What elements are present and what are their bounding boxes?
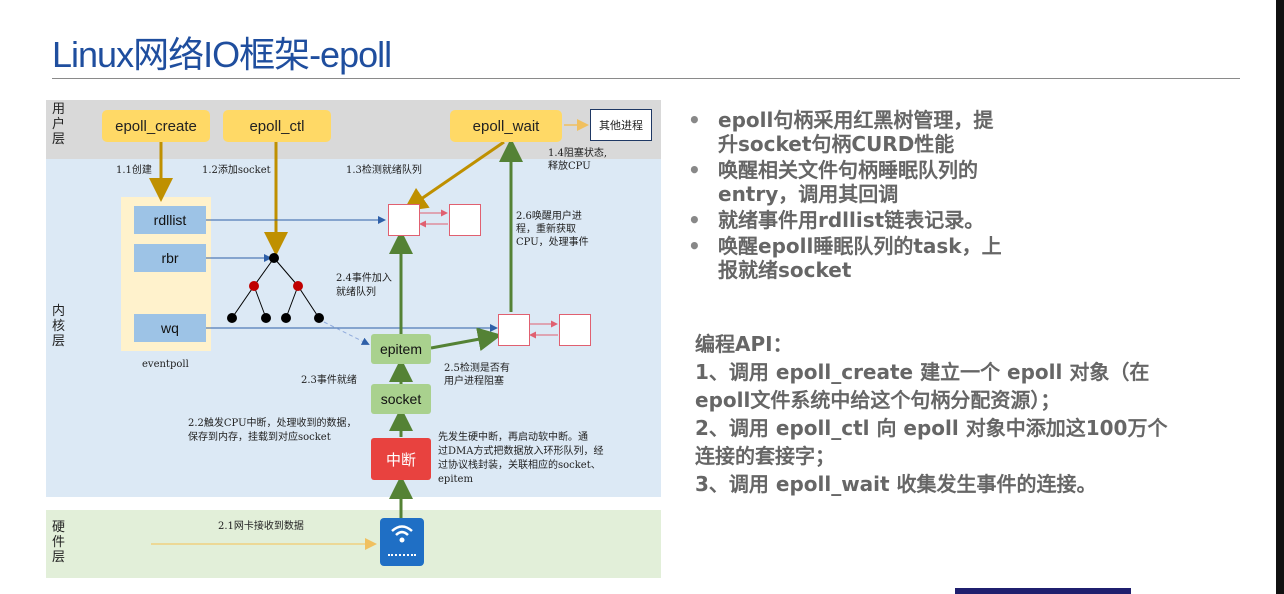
- step-2-5-line2: 用户进程阻塞: [444, 376, 504, 387]
- list-item: • 唤醒相关文件句柄睡眠队列的 entry，调用其回调: [684, 158, 1084, 206]
- rbr-box: rbr: [134, 244, 206, 272]
- other-process-box: 其他进程: [590, 109, 652, 141]
- list-item: • 唤醒epoll睡眠队列的task，上 报就绪socket: [684, 234, 1084, 282]
- list-item-line: entry，调用其回调: [718, 182, 899, 206]
- kernel-layer-label: 内核层: [52, 304, 66, 349]
- page-title: Linux网络IO框架-epoll: [52, 34, 392, 75]
- ready-queue-box: [388, 204, 420, 236]
- api-item-1: 1、调用 epoll_create 建立一个 epoll 对象（在: [695, 360, 1150, 384]
- bullet-icon: •: [688, 158, 701, 182]
- api-item-2-cont: 连接的套接字；: [695, 444, 835, 468]
- step-2-4-line2: 就绪队列: [336, 287, 376, 298]
- wifi-icon: [380, 523, 424, 551]
- irq-note-line1: 先发生硬中断，再启动软中断。通: [438, 432, 588, 443]
- list-item-line: 升socket句柄CURD性能: [718, 132, 955, 156]
- step-2-1: 2.1网卡接收到数据: [218, 521, 304, 532]
- bullet-icon: •: [688, 234, 701, 258]
- step-2-3: 2.3事件就绪: [301, 375, 357, 386]
- step-2-4-line1: 2.4事件加入: [336, 273, 392, 284]
- feature-list: • epoll句柄采用红黑树管理，提 升socket句柄CURD性能 • 唤醒相…: [684, 108, 1084, 284]
- step-2-2-line2: 保存到内存，挂载到对应socket: [188, 432, 331, 443]
- step-1-3: 1.3检测就绪队列: [346, 165, 422, 176]
- wait-queue-next-box: [559, 314, 591, 346]
- list-item-line: 唤醒epoll睡眠队列的task，上: [718, 234, 1002, 258]
- eventpoll-label: eventpoll: [142, 359, 189, 370]
- hardware-layer-label: 硬件层: [52, 520, 66, 565]
- api-section: 编程API： 1、调用 epoll_create 建立一个 epoll 对象（在…: [695, 330, 1255, 498]
- epoll-ctl-box: epoll_ctl: [223, 110, 331, 142]
- api-heading: 编程API：: [695, 332, 793, 356]
- step-2-6-line1: 2.6唤醒用户进: [516, 211, 582, 222]
- irq-note-line4: epitem: [438, 474, 473, 485]
- epitem-box: epitem: [371, 334, 431, 364]
- api-item-1-cont: epoll文件系统中给这个句柄分配资源）；: [695, 388, 1061, 412]
- list-item: • epoll句柄采用红黑树管理，提 升socket句柄CURD性能: [684, 108, 1084, 156]
- list-item-line: epoll句柄采用红黑树管理，提: [718, 108, 994, 132]
- socket-box: socket: [371, 384, 431, 414]
- irq-note-line3: 过协议栈封装，关联相应的socket、: [438, 460, 601, 471]
- diagram-arrows: [149, 119, 589, 550]
- bottom-accent-bar: [955, 588, 1131, 594]
- wq-box: wq: [134, 314, 206, 342]
- api-item-3: 3、调用 epoll_wait 收集发生事件的连接。: [695, 472, 1097, 496]
- step-1-4-line2: 释放CPU: [548, 161, 591, 172]
- step-1-2: 1.2添加socket: [202, 165, 271, 176]
- wait-queue-box: [498, 314, 530, 346]
- step-2-6-line2: 程，重新获取: [516, 224, 576, 235]
- step-2-2-line1: 2.2触发CPU中断，处理收到的数据，: [188, 418, 357, 429]
- user-layer-label: 用户层: [52, 102, 66, 147]
- rdllist-box: rdllist: [134, 206, 206, 234]
- bullet-icon: •: [688, 108, 701, 132]
- step-1-1: 1.1创建: [116, 165, 152, 176]
- epoll-create-box: epoll_create: [102, 110, 210, 142]
- api-item-2: 2、调用 epoll_ctl 向 epoll 对象中添加这100万个: [695, 416, 1168, 440]
- step-2-5-line1: 2.5检测是否有: [444, 363, 510, 374]
- bullet-icon: •: [688, 208, 701, 232]
- nic-pins: [388, 554, 416, 560]
- epoll-wait-box: epoll_wait: [450, 110, 562, 142]
- title-divider: [52, 78, 1240, 79]
- interrupt-box: 中断: [371, 438, 431, 480]
- irq-note-line2: 过DMA方式把数据放入环形队列，经: [438, 446, 604, 457]
- list-item: • 就绪事件用rdllist链表记录。: [684, 208, 1084, 232]
- network-card: [380, 518, 424, 566]
- list-item-line: 报就绪socket: [718, 258, 852, 282]
- step-2-6-line3: CPU，处理事件: [516, 237, 589, 248]
- list-item-line: 唤醒相关文件句柄睡眠队列的: [718, 158, 978, 182]
- list-item-line: 就绪事件用rdllist链表记录。: [718, 208, 985, 232]
- right-edge-bar: [1276, 0, 1284, 594]
- epoll-diagram: 用户层 内核层 硬件层: [46, 100, 661, 580]
- ready-queue-next-box: [449, 204, 481, 236]
- step-1-4-line1: 1.4阻塞状态,: [548, 148, 608, 159]
